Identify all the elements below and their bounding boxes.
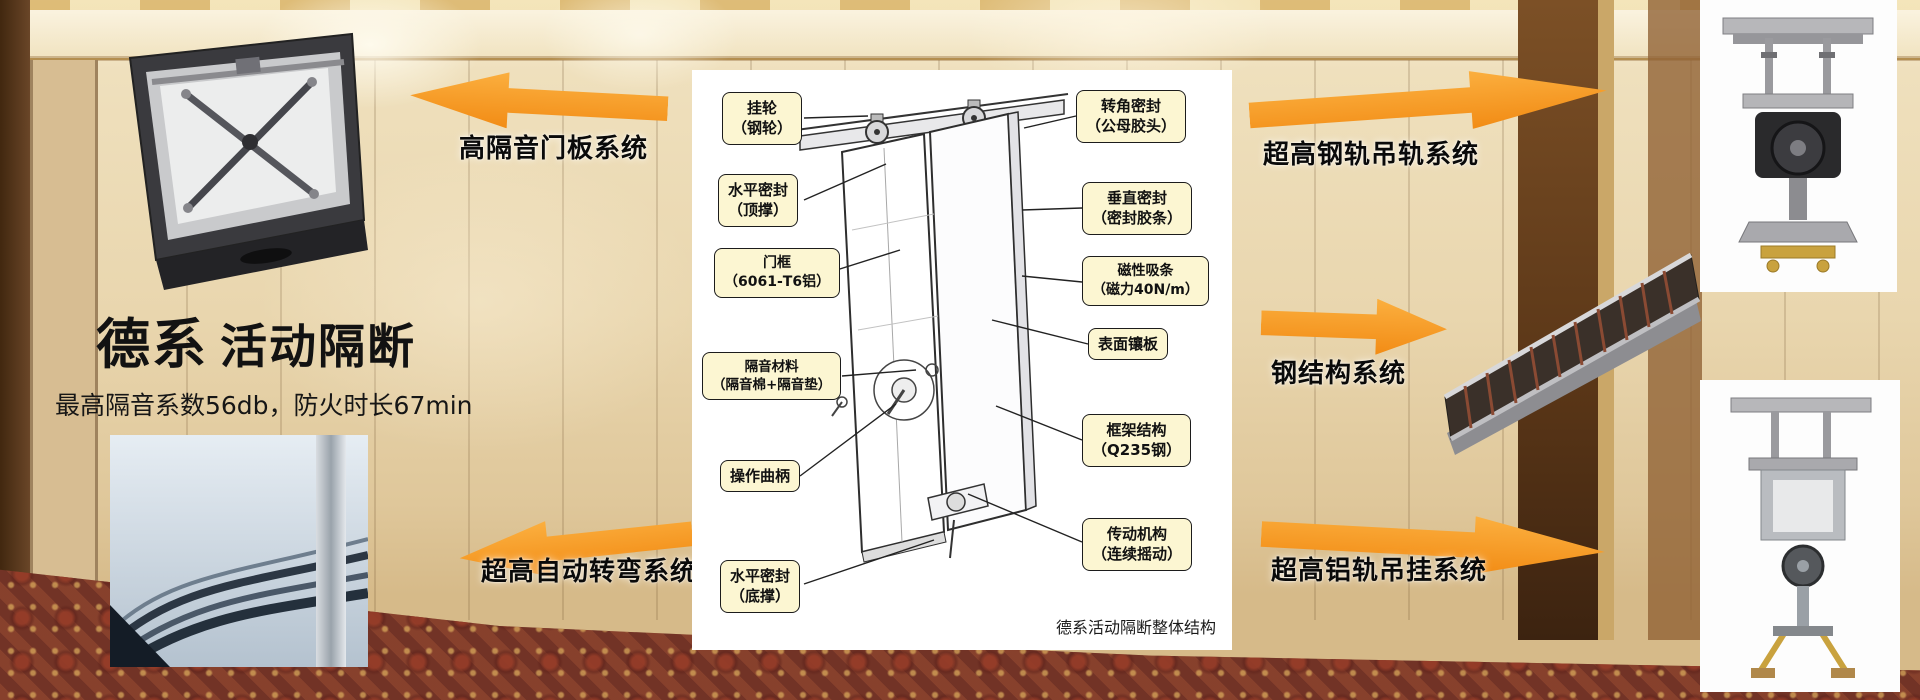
aluminum-rail-hanger-photo xyxy=(1703,386,1899,686)
brand-title-rest: 活动隔断 xyxy=(220,320,416,375)
callout-magnetic-strip: 磁性吸条 （磁力40N/m） xyxy=(1082,256,1209,306)
callout-bottom-seal: 水平密封 （底撑） xyxy=(720,560,801,613)
label-door-panel-system: 高隔音门板系统 xyxy=(459,134,649,164)
curved-track-photo xyxy=(107,435,369,672)
door-panel-mechanism-illustration xyxy=(128,32,368,290)
steel-rail-trolley-photo xyxy=(1703,8,1893,286)
diagram-caption: 德系活动隔断整体结构 xyxy=(1055,618,1216,637)
brand-title-bold: 德系 xyxy=(96,313,208,376)
left-door-panel xyxy=(30,60,98,640)
callout-operating-crank: 操作曲柄 xyxy=(720,460,801,493)
callout-door-frame: 门框 （6061-T6铝） xyxy=(714,248,841,298)
arrow-to-steel-structure-system xyxy=(1260,295,1448,357)
arrow-to-steel-rail-system xyxy=(1247,62,1608,145)
callout-soundproof-material: 隔音材料 （隔音棉+隔音垫） xyxy=(702,352,842,401)
steel-rail-trolley-illustration xyxy=(1722,17,1874,273)
callout-surface-panel: 表面镶板 xyxy=(1088,328,1169,361)
partition-schematic xyxy=(795,93,1089,585)
curved-track-illustration xyxy=(107,435,369,672)
brand-title: 德系活动隔断 xyxy=(96,300,416,379)
brand-subtitle: 最高隔音系数56db，防火时长67min xyxy=(55,391,473,420)
left-dark-column xyxy=(0,0,30,640)
arrow-to-door-panel-system xyxy=(409,67,670,136)
callout-frame-structure: 框架结构 （Q235钢） xyxy=(1082,414,1192,467)
steel-structure-frame-photo xyxy=(1443,237,1708,457)
steel-structure-frame-illustration xyxy=(1443,252,1701,455)
callout-top-seal: 水平密封 （顶撑） xyxy=(718,174,799,227)
aluminum-rail-hanger-illustration xyxy=(1730,397,1872,678)
callout-corner-seal: 转角密封 （公母胶头） xyxy=(1076,90,1187,143)
door-panel-mechanism-photo xyxy=(116,24,374,296)
callout-vertical-seal: 垂直密封 （密封胶条） xyxy=(1082,182,1193,235)
label-steel-rail-system: 超高钢轨吊轨系统 xyxy=(1263,140,1480,170)
callout-hanging-wheel: 挂轮 （钢轮） xyxy=(722,92,803,145)
label-auto-turn-system: 超高自动转弯系统 xyxy=(481,557,698,587)
label-steel-structure-system: 钢结构系统 xyxy=(1271,359,1407,389)
ceiling-gold-trim xyxy=(0,0,1920,10)
structure-diagram-panel: 挂轮 （钢轮） 水平密封 （顶撑） 门框 （6061-T6铝） 隔音材料 （隔音… xyxy=(692,70,1232,650)
callout-drive-mechanism: 传动机构 （连续摇动） xyxy=(1082,518,1193,571)
label-alu-rail-system: 超高铝轨吊挂系统 xyxy=(1271,556,1488,586)
